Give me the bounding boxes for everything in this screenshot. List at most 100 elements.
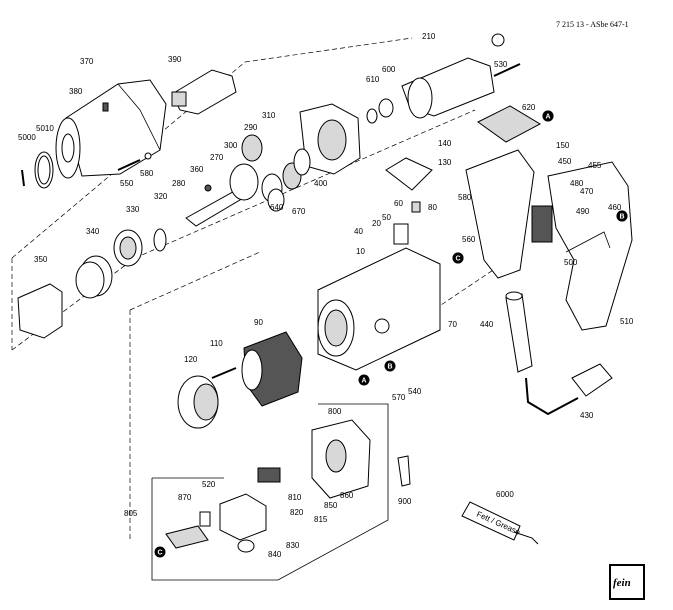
- part-label-800: 800: [328, 407, 342, 416]
- part-label-620: 620: [522, 103, 536, 112]
- spindle-390: [171, 69, 237, 115]
- part-label-110: 110: [210, 339, 223, 348]
- part-label-860: 860: [340, 491, 354, 500]
- part-label-310: 310: [262, 111, 276, 120]
- part-label-60: 60: [394, 199, 403, 208]
- washer-580: [144, 152, 152, 160]
- part-label-455: 455: [588, 161, 602, 170]
- svg-text:B: B: [619, 214, 624, 221]
- part-label-900: 900: [398, 497, 412, 506]
- svg-text:C: C: [455, 256, 460, 263]
- pin-5000: [21, 169, 25, 187]
- cover-130: [385, 157, 433, 191]
- electronics-box-830: [219, 493, 267, 541]
- svg-text:B: B: [387, 364, 392, 371]
- part-label-280: 280: [172, 179, 186, 188]
- knob-840: [237, 539, 255, 553]
- part-label-430: 430: [580, 411, 594, 420]
- exploded-box-805: [151, 403, 389, 581]
- small-parts-380: [102, 102, 109, 112]
- part-label-290: 290: [244, 123, 258, 132]
- part-label-850: 850: [324, 501, 338, 510]
- part-label-440: 440: [480, 320, 494, 329]
- part-label-580: 580: [458, 193, 472, 202]
- armature-210: [401, 33, 521, 119]
- retaining-ring-5010: [34, 151, 54, 189]
- part-label-530: 530: [494, 60, 508, 69]
- switch-480-490: [531, 205, 553, 243]
- part-label-5010: 5010: [36, 124, 54, 133]
- part-label-120: 120: [184, 355, 198, 364]
- part-label-640: 640: [270, 203, 284, 212]
- marker-C: C: [452, 252, 464, 264]
- part-label-540: 540: [408, 387, 422, 396]
- svg-text:A: A: [545, 114, 550, 121]
- part-label-70: 70: [448, 320, 457, 329]
- part-label-140: 140: [438, 139, 452, 148]
- marker-A: A: [358, 374, 370, 386]
- svg-text:A: A: [361, 378, 366, 385]
- part-label-520: 520: [202, 480, 216, 489]
- part-label-510: 510: [620, 317, 634, 326]
- part-label-815: 815: [314, 515, 328, 524]
- part-label-380: 380: [69, 87, 83, 96]
- side-handle-440: [505, 291, 533, 373]
- part-label-600: 600: [382, 65, 396, 74]
- drawing-reference: 7 215 13 - ASbe 647-1: [556, 20, 629, 29]
- gear-housing-370: [55, 79, 167, 179]
- part-label-840: 840: [268, 550, 282, 559]
- part-870-520: [165, 511, 211, 549]
- part-label-210: 210: [422, 32, 436, 41]
- field-coil-90: [241, 331, 303, 407]
- air-guide-120: [177, 375, 219, 429]
- grease-tube-6000: Fett / Grease: [461, 501, 539, 545]
- screw-110: [211, 367, 237, 379]
- cable-430: [525, 363, 613, 416]
- marker-A: A: [542, 110, 554, 122]
- gear-shaft-assembly: [185, 134, 302, 227]
- handle-half-450: [465, 149, 535, 279]
- part-label-820: 820: [290, 508, 304, 517]
- part-label-570: 570: [392, 393, 406, 402]
- part-label-320: 320: [154, 192, 168, 201]
- part-label-270: 270: [210, 153, 224, 162]
- part-label-470: 470: [580, 187, 594, 196]
- part-label-150: 150: [556, 141, 570, 150]
- part-label-340: 340: [86, 227, 100, 236]
- part-label-500: 500: [564, 258, 578, 267]
- part-label-300: 300: [224, 141, 238, 150]
- plate-620: [477, 105, 542, 143]
- part-label-610: 610: [366, 75, 380, 84]
- part-label-130: 130: [438, 158, 452, 167]
- connection-markers: ABCABCABC: [154, 110, 628, 558]
- part-label-360: 360: [190, 165, 204, 174]
- brush-parts-20-80: [393, 201, 421, 245]
- gear-case-800: [311, 419, 371, 499]
- part-label-480: 480: [570, 179, 584, 188]
- part-label-90: 90: [254, 318, 263, 327]
- part-label-50: 50: [382, 213, 391, 222]
- part-label-460: 460: [608, 203, 622, 212]
- switch-810: [257, 467, 281, 483]
- marker-B: B: [616, 210, 628, 222]
- part-label-810: 810: [288, 493, 302, 502]
- part-label-350: 350: [34, 255, 48, 264]
- part-label-830: 830: [286, 541, 300, 550]
- part-label-490: 490: [576, 207, 590, 216]
- marker-B: B: [384, 360, 396, 372]
- part-label-450: 450: [558, 157, 572, 166]
- part-label-370: 370: [80, 57, 94, 66]
- part-label-670: 670: [292, 207, 306, 216]
- svg-text:C: C: [157, 550, 162, 557]
- marker-C: C: [154, 546, 166, 558]
- part-label-80: 80: [428, 203, 437, 212]
- part-label-40: 40: [354, 227, 363, 236]
- screw-550: [117, 159, 141, 171]
- clutch-parts-330-350: [17, 228, 167, 339]
- bearings-600-610: [366, 98, 394, 124]
- part-label-400: 400: [314, 179, 328, 188]
- part-label-5000: 5000: [18, 133, 36, 142]
- handle-half-455: [547, 161, 633, 331]
- fein-logo: fein: [609, 564, 645, 600]
